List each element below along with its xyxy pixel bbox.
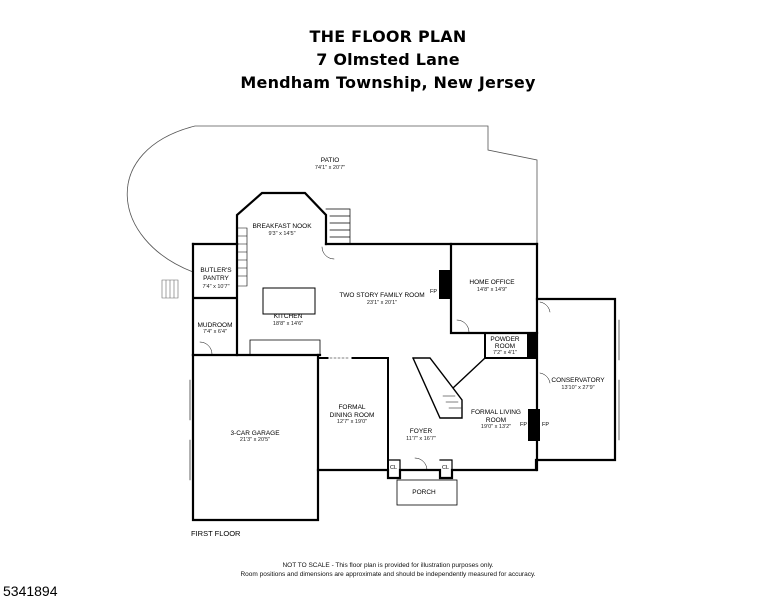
- fireplace-label-conservatory: FP: [542, 422, 550, 428]
- door-swing: [456, 319, 470, 333]
- room-dims-breakfast-nook: 9'3" x 14'5": [268, 231, 296, 237]
- room-label-porch: PORCH: [412, 489, 436, 496]
- room-dims-powder-room: 7'2" x 4'1": [492, 350, 518, 356]
- conservatory-walls: [535, 297, 617, 462]
- disclaimer-line-1: NOT TO SCALE - This floor plan is provid…: [282, 562, 494, 569]
- door-swing: [539, 301, 551, 313]
- room-label-living-room: FORMAL LIVING ROOM: [471, 409, 521, 424]
- room-label-foyer: FOYER: [409, 428, 433, 435]
- living-fireplace: [528, 409, 540, 441]
- disclaimer-line-2: Room positions and dimensions are approx…: [240, 571, 536, 578]
- room-label-breakfast-nook: BREAKFAST NOOK: [252, 223, 312, 230]
- kitchen-counter: [249, 339, 321, 356]
- pantry-shelves: [236, 227, 248, 287]
- room-label-mudroom: MUDROOM: [197, 322, 233, 329]
- room-label-butlers-pantry: BUTLER'S PANTRY: [200, 267, 232, 282]
- closet-label-left: CL: [390, 465, 398, 471]
- room-label-home-office: HOME OFFICE: [469, 279, 515, 286]
- room-dims-dining-room: 12'7" x 19'0": [336, 419, 368, 425]
- property-address: 7 Olmsted Lane: [316, 50, 460, 69]
- main-staircase: [412, 357, 486, 419]
- room-dims-garage: 21'3" x 20'5": [239, 437, 271, 443]
- deck-steps: [325, 208, 351, 245]
- room-label-powder-room: POWDER ROOM: [490, 336, 520, 350]
- room-dims-patio: 74'1" x 20'7": [314, 165, 346, 171]
- room-label-patio: PATIO: [320, 157, 340, 164]
- door-swing: [414, 457, 428, 471]
- room-dims-mudroom: 7'4" x 6'4": [202, 329, 228, 335]
- room-label-garage: 3-CAR GARAGE: [230, 430, 280, 437]
- plan-title: THE FLOOR PLAN: [309, 27, 467, 46]
- garage-walls: [191, 353, 320, 522]
- property-location: Mendham Township, New Jersey: [240, 73, 536, 92]
- stair-treads: [442, 395, 462, 409]
- breakfast-nook-bay: [235, 191, 328, 246]
- door-swing: [199, 341, 213, 355]
- room-label-kitchen: KITCHEN: [273, 313, 303, 320]
- room-dims-foyer: 11'7" x 16'7": [406, 436, 436, 442]
- kitchen-island: [262, 287, 316, 315]
- room-dims-conservatory: 13'10" x 27'9": [561, 385, 595, 391]
- room-dims-family-room: 23'1" x 20'1": [366, 300, 398, 306]
- closet-label-right: CL: [442, 465, 450, 471]
- office-fireplace: [439, 270, 452, 299]
- porch-outline: [396, 479, 458, 506]
- door-swing: [539, 372, 551, 384]
- room-label-dining-room: FORMAL DINING ROOM: [329, 404, 375, 419]
- patio-outline: [126, 125, 538, 273]
- room-dims-kitchen: 18'8" x 14'6": [272, 321, 304, 327]
- pantry-walls: [191, 242, 239, 357]
- room-dims-butlers-pantry: 7'4" x 10'7": [202, 284, 230, 290]
- door-swing: [321, 246, 335, 260]
- patio-steps: [161, 279, 179, 299]
- fireplace-label-living: FP: [520, 422, 528, 428]
- powder-room-dark: [527, 333, 537, 358]
- closets: [387, 459, 453, 479]
- room-label-conservatory: CONSERVATORY: [551, 377, 605, 384]
- listing-id: 5341894: [3, 583, 58, 599]
- room-label-family-room: TWO STORY FAMILY ROOM: [339, 292, 425, 299]
- floor-label: FIRST FLOOR: [191, 529, 241, 538]
- room-dims-living-room: 19'0" x 13'2": [480, 424, 512, 430]
- room-dims-home-office: 14'8" x 14'9": [476, 287, 508, 293]
- front-wall: [316, 458, 538, 480]
- fireplace-label-family: FP: [430, 289, 438, 295]
